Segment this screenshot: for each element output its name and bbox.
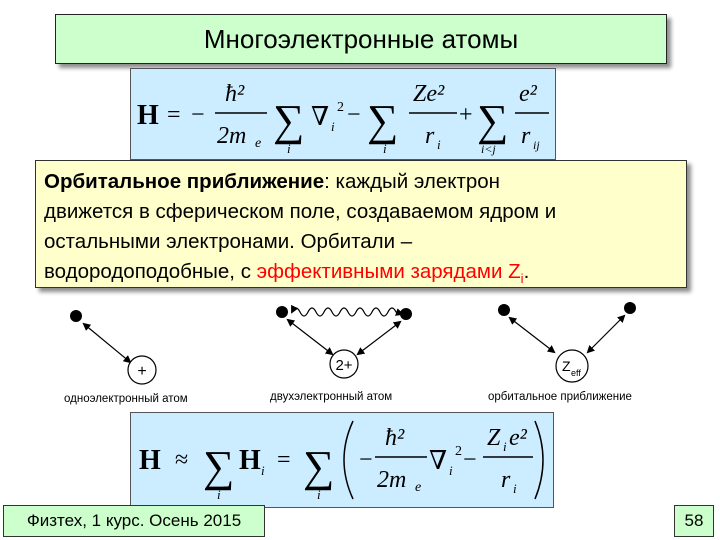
formula1-sum3: ∑ xyxy=(477,96,508,145)
text-line-2: движется в сферическом поле, создаваемом… xyxy=(44,200,557,223)
formula1-eq: = xyxy=(167,102,181,128)
formula1-H: H xyxy=(137,100,159,131)
formula1-2m: 2m xyxy=(217,123,246,149)
formula1-minus1: − xyxy=(191,102,205,128)
formula2-eq: = xyxy=(277,447,291,473)
text-lead-bold: Орбитальное приближение xyxy=(44,170,325,193)
diagram1-electron xyxy=(70,310,82,322)
formula2-Hi: H xyxy=(239,445,261,476)
slide-title-text: Многоэлектронные атомы xyxy=(203,23,519,54)
diagram1-caption: одноэлектронный атом xyxy=(64,393,188,405)
diagram2-nucleus-label: 2+ xyxy=(335,357,352,374)
diagram1-arrow xyxy=(82,322,132,364)
formula1-sum3-cond: i<j xyxy=(481,142,496,156)
formula2-sum2-i: i xyxy=(317,487,321,502)
formula1-sum1: ∑ xyxy=(273,96,304,145)
atom-diagrams: + одноэлектронный атом 2+ двухэлектронны… xyxy=(64,302,636,405)
formula1-e2: e² xyxy=(519,81,538,107)
formula1-sum1-i: i xyxy=(287,141,291,156)
formula1-sum2-i: i xyxy=(383,141,387,156)
formula2-Z: Z xyxy=(487,425,501,451)
diagram3-electron-left xyxy=(498,304,510,316)
formula1-nabla-i: i xyxy=(331,119,335,134)
diagram3-nucleus xyxy=(555,349,589,383)
formula1-hbar2: ħ² xyxy=(225,81,245,107)
diagram2-arrow-right xyxy=(356,320,402,356)
formula2-e-sub: e xyxy=(415,480,421,495)
formula2-Z-sub: i xyxy=(503,439,507,454)
formula1-r-ij: ij xyxy=(533,138,540,152)
diagram1-nucleus-label: + xyxy=(137,363,146,380)
text-line-4-start: водородоподобные, с xyxy=(44,260,257,283)
formula1-r-i: i xyxy=(437,137,441,152)
formula1-nabla: ∇ xyxy=(311,102,329,131)
diagram3-nucleus-label: Z xyxy=(562,358,571,374)
text-line-4: водородоподобные, с эффективными зарядам… xyxy=(44,257,678,294)
slide-title: Многоэлектронные атомы xyxy=(55,14,667,64)
page-number-text: 58 xyxy=(684,511,704,530)
formula1-r2: r xyxy=(521,123,531,149)
text-line-1: Орбитальное приближение: каждый электрон xyxy=(44,167,678,197)
diagram2-electron-left xyxy=(276,306,288,318)
formula2-sum1: ∑ xyxy=(203,442,234,491)
text-line-4-end: . xyxy=(523,260,530,283)
hamiltonian-formula: H = − ħ² 2m e ∑ i ∇ i 2 − ∑ i Ze² r i + … xyxy=(130,68,556,160)
formula1-r: r xyxy=(425,123,435,149)
diagram2-nucleus xyxy=(329,349,359,379)
diagram2-wavy-arrow xyxy=(291,304,404,317)
formula2-left-paren xyxy=(343,420,354,500)
formula2-right-paren xyxy=(534,420,544,500)
formula2-minus2: − xyxy=(463,447,477,473)
text-red-phrase: эффективными зарядами xyxy=(256,260,503,283)
formula2-minus1: − xyxy=(359,447,373,473)
formula2-hbar2: ħ² xyxy=(385,425,405,451)
formula2-2m: 2m xyxy=(377,467,406,493)
diagram3-arrow-left xyxy=(508,316,556,354)
text-line-3: остальными электронами. Орбитали – xyxy=(44,230,413,253)
approx-hamiltonian-formula: H ≈ ∑ i H i = ∑ i − ħ² 2m e ∇ i 2 − Z i … xyxy=(130,412,554,508)
formula1-sum2: ∑ xyxy=(367,96,398,145)
formula2-nabla: ∇ xyxy=(429,446,447,475)
page-number: 58 xyxy=(674,505,714,537)
diagram3-caption: орбитальное приближение xyxy=(488,391,632,403)
orbital-approximation-text: Орбитальное приближение: каждый электрон… xyxy=(35,160,687,288)
diagram1-nucleus xyxy=(127,355,157,385)
formula2-r-i: i xyxy=(513,481,517,496)
formula2-approx: ≈ xyxy=(175,447,188,473)
diagram2-arrow-left xyxy=(286,318,334,356)
text-line-1-rest: : каждый электрон xyxy=(324,170,500,193)
formula1-nabla-sq: 2 xyxy=(337,100,344,115)
formula1-e-sub: e xyxy=(255,136,261,151)
formula1-Ze2: Ze² xyxy=(413,81,445,107)
diagram3-electron-right xyxy=(624,302,636,314)
footer-course-info: Физтех, 1 курс. Осень 2015 xyxy=(3,505,265,537)
diagram3-arrow-right xyxy=(586,314,626,354)
diagram3-nucleus-sub: eff xyxy=(571,368,581,378)
formula2-r: r xyxy=(501,467,511,493)
formula1-plus: + xyxy=(459,102,473,128)
footer-course-text: Физтех, 1 курс. Осень 2015 xyxy=(26,511,242,530)
formula2-sum2: ∑ xyxy=(303,442,334,491)
formula2-Hi-sub: i xyxy=(261,463,265,478)
formula2-nabla-sq: 2 xyxy=(455,444,462,459)
text-red-Z-sub: i xyxy=(520,271,524,287)
formula2-H: H xyxy=(139,445,161,476)
diagram2-caption: двухэлектронный атом xyxy=(270,391,392,403)
hamiltonian-formula-svg: H = − ħ² 2m e ∑ i ∇ i 2 − ∑ i Ze² r i + … xyxy=(137,81,549,156)
formula2-nabla-i: i xyxy=(449,463,453,478)
text-red-Z: Z xyxy=(502,260,521,283)
formula2-e2: e² xyxy=(509,425,528,451)
formula1-minus2: − xyxy=(347,102,361,128)
approx-hamiltonian-svg: H ≈ ∑ i H i = ∑ i − ħ² 2m e ∇ i 2 − Z i … xyxy=(139,420,544,502)
formula2-sum1-i: i xyxy=(217,487,221,502)
